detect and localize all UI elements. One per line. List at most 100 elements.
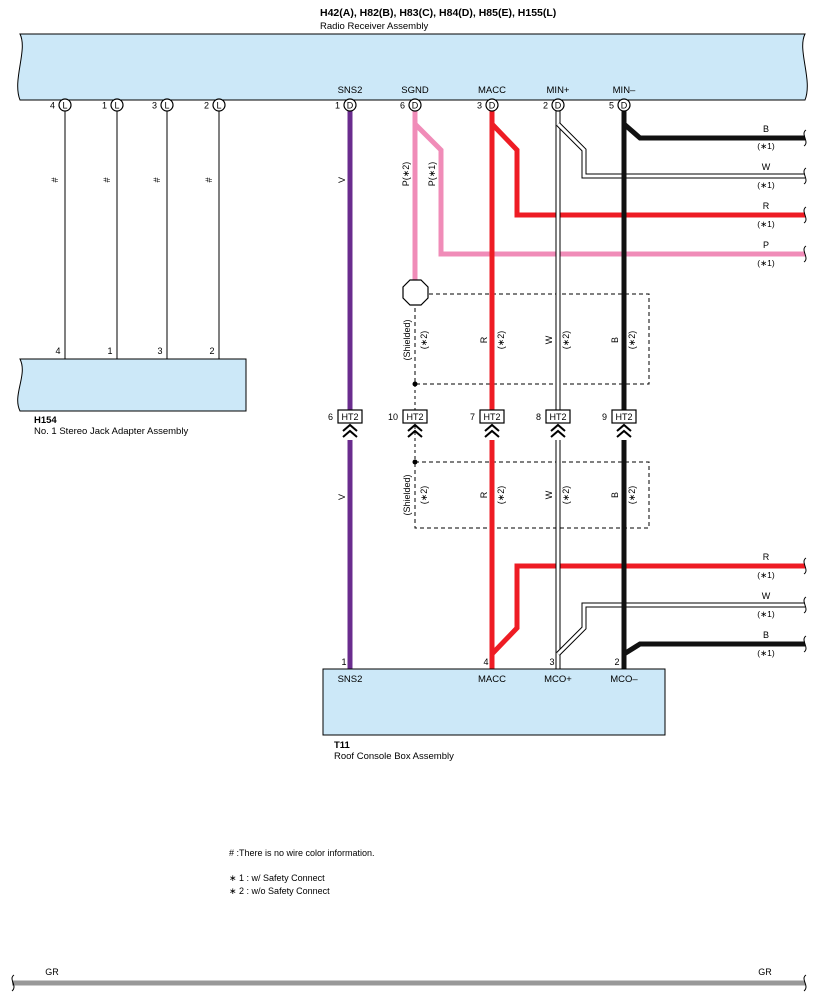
svg-text:SGND: SGND [401, 85, 429, 96]
stereo-jack-box [17, 358, 247, 412]
top-pin-minp: D 2 MIN+ [543, 85, 570, 112]
label-b-upper: B [610, 337, 620, 343]
sgnd-wire-p1 [413, 122, 805, 257]
svg-text:5: 5 [609, 101, 614, 111]
top-pin-minm: D 5 MIN– [609, 85, 636, 112]
shield-ground-terminal [402, 279, 429, 306]
gr-wire-break-left [11, 974, 15, 992]
label-w-right-top: W [762, 162, 771, 172]
jack-pin-1: 1 [107, 346, 112, 356]
ht2-connector-sns2: HT2 6 [328, 409, 363, 438]
label-star1-w-top: (∗1) [757, 180, 775, 190]
svg-text:1: 1 [102, 101, 107, 111]
svg-text:6: 6 [328, 412, 333, 422]
svg-text:HT2: HT2 [406, 412, 423, 422]
shield-junction-lower [412, 459, 418, 465]
top-pin-macc: D 3 MACC [477, 85, 506, 112]
roof-pin-mcop-num: 3 [549, 657, 554, 667]
note-hash: # :There is no wire color information. [229, 848, 375, 858]
label-star2-b-upper: (∗2) [627, 331, 637, 350]
gr-wire-break-right [803, 974, 807, 992]
svg-text:7: 7 [470, 412, 475, 422]
svg-text:MIN+: MIN+ [547, 85, 570, 96]
svg-text:HT2: HT2 [483, 412, 500, 422]
ht2-connector-minp: HT2 8 [536, 409, 571, 438]
hash-mark-4: # [204, 177, 214, 182]
label-v-upper: V [337, 177, 347, 183]
top-pin-l3: L 3 [152, 98, 174, 112]
label-p2: P(∗2) [401, 162, 411, 187]
label-b-right-bottom: B [763, 630, 769, 640]
label-b-lower: B [610, 492, 620, 498]
jack-name: No. 1 Stereo Jack Adapter Assembly [34, 426, 188, 437]
shield-box-upper [414, 293, 650, 385]
roof-pin-mcom-name: MCO– [610, 674, 638, 685]
minm-wire-branch-top [622, 122, 805, 141]
top-pin-l1: L 1 [102, 98, 124, 112]
hash-mark-3: # [152, 177, 162, 182]
label-r-right-bottom: R [763, 552, 770, 562]
label-star1-r-top: (∗1) [757, 219, 775, 229]
svg-text:2: 2 [543, 101, 548, 111]
roof-pin-mcop-name: MCO+ [544, 674, 572, 685]
label-b-right-top: B [763, 124, 769, 134]
svg-text:MACC: MACC [478, 85, 506, 96]
roof-pin-macc-name: MACC [478, 674, 506, 685]
svg-text:L: L [114, 101, 119, 111]
svg-text:10: 10 [388, 412, 398, 422]
minm-wire-branch-bottom [622, 641, 805, 657]
label-r-lower: R [479, 491, 489, 498]
label-r-right-top: R [763, 201, 770, 211]
svg-text:D: D [621, 101, 628, 111]
top-pin-sns2: D 1 SNS2 [335, 85, 363, 112]
stereo-jack-wires [64, 111, 220, 359]
hash-mark-1: # [50, 177, 60, 182]
jack-pin-2: 2 [209, 346, 214, 356]
label-w-upper: W [544, 335, 554, 344]
label-p1: P(∗1) [427, 162, 437, 187]
macc-wire-branch-top [490, 122, 805, 218]
label-shielded-upper: (Shielded) [402, 319, 412, 360]
label-star2-r-upper: (∗2) [496, 331, 506, 350]
svg-text:L: L [62, 101, 67, 111]
jack-pin-3: 3 [157, 346, 162, 356]
note-star2: ∗ 2 : w/o Safety Connect [229, 886, 330, 896]
note-star1: ∗ 1 : w/ Safety Connect [229, 873, 325, 883]
top-pin-l4: L 4 [50, 98, 72, 112]
svg-text:3: 3 [152, 101, 157, 111]
roof-console-box [322, 668, 666, 736]
svg-text:MIN–: MIN– [613, 85, 636, 96]
top-pin-sgnd: D 6 SGND [400, 85, 429, 112]
jack-pin-4: 4 [55, 346, 60, 356]
minp-wire [555, 111, 805, 669]
top-pin-l2: L 2 [204, 98, 226, 112]
shield-junction-upper [412, 381, 418, 387]
svg-text:9: 9 [602, 412, 607, 422]
svg-text:HT2: HT2 [341, 412, 358, 422]
label-star1-p: (∗1) [757, 258, 775, 268]
label-star1-r-bottom: (∗1) [757, 570, 775, 580]
label-star2-b-lower: (∗2) [627, 486, 637, 505]
label-star2-r-lower: (∗2) [496, 486, 506, 505]
wire-end-breaks [803, 129, 807, 653]
label-gr-right: GR [758, 967, 772, 977]
jack-id: H154 [34, 415, 57, 426]
svg-text:D: D [412, 101, 419, 111]
svg-text:2: 2 [204, 101, 209, 111]
svg-text:1: 1 [335, 101, 340, 111]
svg-text:D: D [555, 101, 562, 111]
label-star1-b-bottom: (∗1) [757, 648, 775, 658]
svg-text:HT2: HT2 [615, 412, 632, 422]
ht2-connector-sgnd: HT2 10 [388, 409, 428, 438]
ht2-connector-macc: HT2 7 [470, 409, 505, 438]
svg-text:3: 3 [477, 101, 482, 111]
roof-id: T11 [334, 740, 351, 751]
roof-name: Roof Console Box Assembly [334, 751, 454, 762]
macc-wire-branch-bottom [490, 563, 805, 656]
svg-text:SNS2: SNS2 [338, 85, 363, 96]
label-r-upper: R [479, 336, 489, 343]
label-star2-w-lower: (∗2) [561, 486, 571, 505]
label-v-lower: V [337, 494, 347, 500]
label-star1-w-bottom: (∗1) [757, 609, 775, 619]
